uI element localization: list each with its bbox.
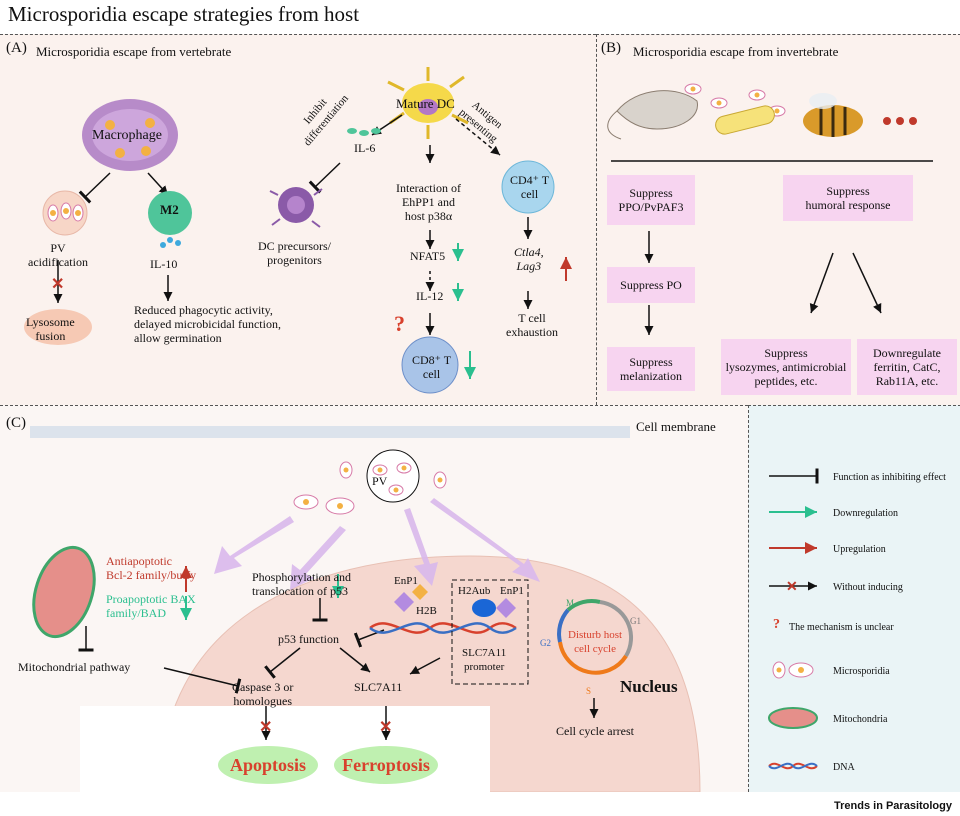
- m2-cell-icon: [148, 191, 192, 235]
- suppress-lysozymes-box: Suppress lysozymes, antimicrobial peptid…: [721, 339, 851, 395]
- suppress-humoral-box: Suppress humoral response: [783, 175, 913, 221]
- cd8-cell-icon: [401, 336, 459, 394]
- reduced-activity-label: Reduced phagocytic activity, delayed mic…: [134, 303, 281, 345]
- panel-a-heading: Microsporidia escape from vertebrate: [36, 44, 232, 59]
- legend-item: Without inducing: [833, 582, 903, 593]
- il10-label: IL-10: [150, 257, 178, 271]
- proapoptotic-label: Proapoptotic BAX family/BAD: [106, 592, 196, 620]
- panel-a-graphics: ✕ ?: [24, 67, 572, 394]
- cell-cycle-arrest-label: Cell cycle arrest: [556, 724, 634, 738]
- without-inducing-mark: ✕: [51, 276, 64, 293]
- lysosome-bubble: [24, 309, 92, 345]
- unclear-legend-mark: ?: [773, 617, 780, 632]
- cycle-m-label: M: [566, 598, 575, 608]
- h2aub-label: H2Aub: [458, 585, 491, 597]
- mature-dc-label: Mature DC: [396, 96, 455, 111]
- panel-b: (B) Microsporidia escape from invertebra…: [596, 34, 960, 405]
- panel-c: (C) Cell membrane: [0, 405, 748, 792]
- antiapoptotic-label: Antiapoptotic Bcl-2 family/buffy: [106, 554, 197, 582]
- slc7a11-promoter-label: SLC7A11 promoter: [462, 647, 507, 673]
- pv-vacuole-icon: [42, 190, 88, 236]
- panel-b-letter: (B): [601, 40, 621, 56]
- cell-membrane-icon: [30, 426, 630, 438]
- nucleus-label: Nucleus: [620, 677, 678, 696]
- m2-label: M2: [160, 202, 179, 217]
- cd8-label: CD8⁺ T cell: [412, 353, 452, 381]
- panel-a-letter: (A): [6, 40, 27, 56]
- cd4-label: CD4⁺ T cell: [510, 173, 550, 201]
- dna-icon: [369, 622, 517, 634]
- without-inducing-mark: ✕: [259, 719, 272, 736]
- legend-graphics: ✕ ?: [768, 468, 819, 770]
- macrophage-label: Macrophage: [92, 128, 162, 143]
- lysosome-fusion-label: Lysosome fusion: [26, 315, 75, 343]
- legend-item: Function as inhibiting effect: [833, 472, 946, 483]
- p53-function-label: p53 function: [278, 632, 339, 646]
- suppress-melanization-box: Suppress melanization: [607, 347, 695, 391]
- enp1-label: EnP1: [394, 575, 418, 587]
- dc-precursors-label: DC precursors/ progenitors: [258, 239, 331, 267]
- legend-item: Upregulation: [833, 544, 886, 555]
- figure-title: Microsporidia escape strategies from hos…: [8, 2, 360, 26]
- enp1-promoter-label: EnP1: [500, 585, 524, 597]
- without-inducing-legend-mark: ✕: [786, 580, 798, 595]
- panel-b-heading: Microsporidia escape from invertebrate: [633, 44, 839, 59]
- pv-acidification-label: PV acidification: [28, 241, 88, 269]
- mitochondria-legend-icon: [768, 707, 818, 729]
- cell-cycle-icon: [557, 599, 634, 675]
- shrimp-icon: [607, 90, 698, 140]
- ctla4-label: Ctla4, Lag3: [514, 245, 544, 273]
- cell-membrane-label: Cell membrane: [636, 419, 716, 434]
- suppress-ppo-box: Suppress PPO/PvPAF3: [607, 175, 695, 225]
- apoptosis-label: Apoptosis: [218, 746, 318, 784]
- ferroptosis-label: Ferroptosis: [334, 746, 438, 784]
- legend-item: Mitochondria: [833, 714, 888, 725]
- legend-item: Microsporidia: [833, 666, 890, 677]
- panel-c-letter: (C): [6, 415, 26, 431]
- mito-pathway-label: Mitochondrial pathway: [18, 660, 131, 674]
- legend-item: The mechanism is unclear: [789, 622, 894, 633]
- disturb-cycle-label: Disturb host cell cycle: [568, 629, 623, 655]
- cd4-cell-icon: [501, 160, 555, 214]
- legend: ✕ ? Function as inhibiting effect Downre…: [748, 405, 960, 792]
- cycle-g2-label: G2: [540, 638, 551, 648]
- without-inducing-mark: ✕: [379, 719, 392, 736]
- mitochondria-icon: [32, 545, 96, 639]
- dc-precursor-icon: [269, 187, 323, 228]
- caspase-label: Caspase 3 or homologues: [232, 680, 294, 708]
- arrow: [147, 172, 169, 196]
- pv-label: PV: [372, 474, 388, 488]
- journal-credit: Trends in Parasitology: [834, 800, 952, 812]
- panel-b-graphics: [607, 83, 933, 335]
- legend-item: Downregulation: [833, 508, 898, 519]
- cycle-s-label: S: [586, 686, 592, 696]
- inhibit-line: [78, 172, 111, 204]
- bee-icon: [803, 93, 863, 137]
- mature-dc-icon: [387, 67, 469, 139]
- promoter-box: [451, 579, 529, 685]
- il12-label: IL-12: [416, 289, 444, 303]
- downregulate-box: Downregulate ferritin, CatC, Rab11A, etc…: [857, 339, 957, 395]
- microsporidia-icon: [684, 83, 786, 117]
- cycle-g1-label: G1: [630, 616, 641, 626]
- panel-a: (A) Microsporidia escape from vertebrate…: [0, 34, 596, 405]
- t-cell-exhaustion-label: T cell exhaustion: [506, 311, 558, 339]
- suppress-po-box: Suppress PO: [607, 267, 695, 303]
- interaction-label: Interaction of EhPP1 and host p38α: [396, 181, 461, 223]
- question-mark: ?: [394, 311, 405, 336]
- h2b-label: H2B: [416, 605, 437, 617]
- macrophage-cell-icon: [82, 99, 178, 171]
- phosphorylation-label: Phosphorylation and translocation of p53: [252, 570, 351, 598]
- silkworm-icon: [715, 105, 775, 135]
- panel-c-graphics: ✕ ✕: [30, 426, 701, 792]
- il6-label: IL-6: [354, 141, 376, 155]
- enp1-diamond: [394, 592, 414, 612]
- nfat5-label: NFAT5: [410, 249, 446, 263]
- purple-arrows: [214, 498, 540, 590]
- slc7a11-label: SLC7A11: [354, 680, 403, 694]
- legend-item: DNA: [833, 762, 855, 773]
